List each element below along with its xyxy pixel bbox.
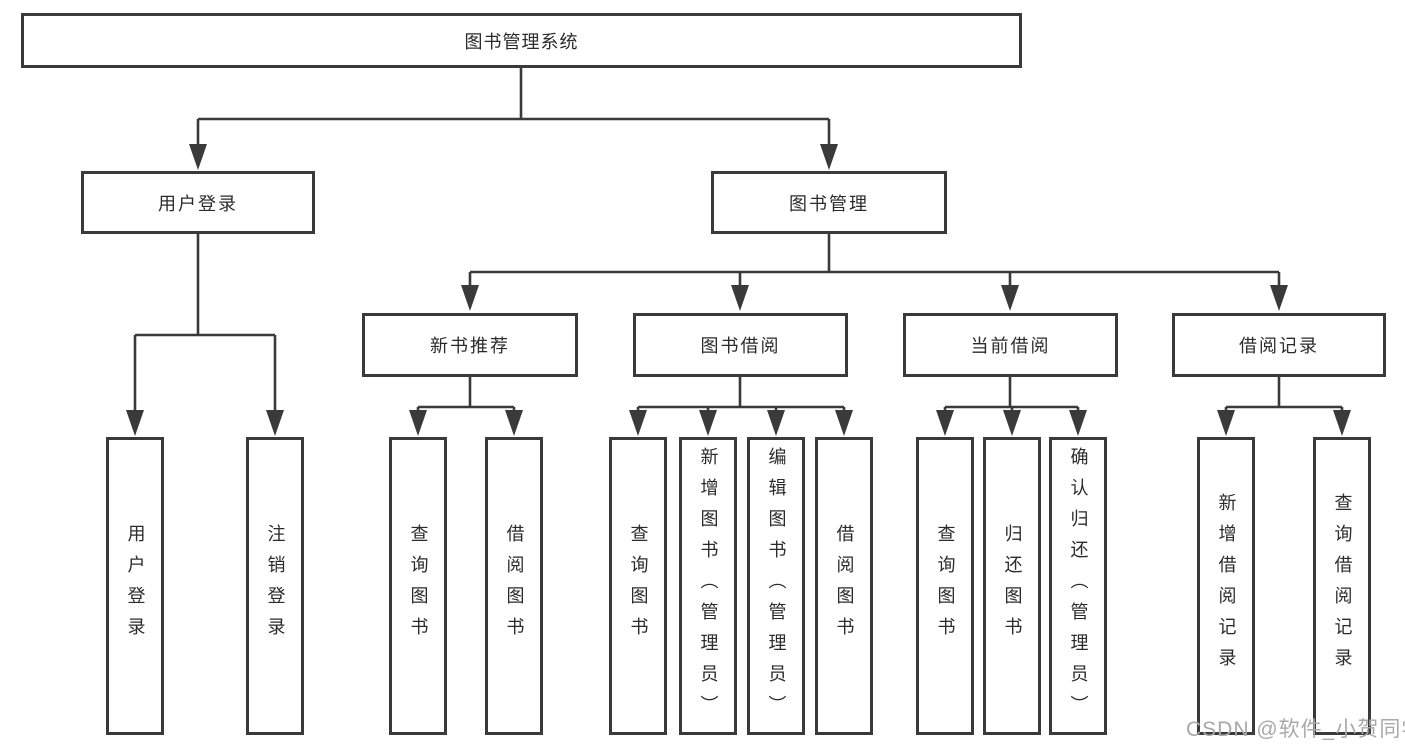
leaf-borrowing-borrow-books: 借阅图书: [815, 437, 873, 735]
node-user-login: 用户登录: [81, 171, 315, 234]
node-book-management: 图书管理: [711, 171, 947, 234]
leaf-records-query-record: 查询借阅记录: [1313, 437, 1371, 735]
leaf-current-confirm-return-admin-label: 确认归还（管理员）: [1068, 446, 1089, 726]
node-book-borrowing: 图书借阅: [633, 313, 848, 377]
leaf-borrowing-add-books-admin: 新增图书（管理员）: [679, 437, 737, 735]
leaf-logout: 注销登录: [246, 437, 304, 735]
leaf-records-query-record-label: 查询借阅记录: [1332, 493, 1353, 679]
leaf-records-add-record: 新增借阅记录: [1197, 437, 1255, 735]
leaf-current-return-books: 归还图书: [983, 437, 1041, 735]
leaf-current-query-books-label: 查询图书: [935, 524, 956, 648]
node-root-label: 图书管理系统: [464, 31, 579, 52]
leaf-borrowing-edit-books-admin-label: 编辑图书（管理员）: [766, 446, 787, 726]
leaf-borrowing-query-books-label: 查询图书: [628, 524, 649, 648]
node-new-book-recommend-label: 新书推荐: [430, 336, 510, 356]
node-book-management-label: 图书管理: [789, 193, 869, 214]
node-new-book-recommend: 新书推荐: [362, 313, 578, 377]
leaf-current-query-books: 查询图书: [916, 437, 974, 735]
node-borrowing-records-label: 借阅记录: [1239, 336, 1319, 356]
leaf-user-login-label: 用户登录: [125, 524, 146, 648]
leaf-logout-label: 注销登录: [265, 524, 286, 648]
node-book-borrowing-label: 图书借阅: [700, 336, 781, 356]
leaf-newbooks-borrow-books-label: 借阅图书: [504, 524, 525, 648]
node-current-borrowing: 当前借阅: [903, 313, 1118, 377]
node-user-login-label: 用户登录: [158, 193, 238, 214]
leaf-newbooks-query-books-label: 查询图书: [408, 524, 429, 648]
leaf-newbooks-borrow-books: 借阅图书: [485, 437, 543, 735]
leaf-current-return-books-label: 归还图书: [1002, 524, 1023, 648]
node-root: 图书管理系统: [21, 13, 1022, 68]
leaf-borrowing-edit-books-admin: 编辑图书（管理员）: [747, 437, 805, 735]
leaf-borrowing-query-books: 查询图书: [609, 437, 667, 735]
leaf-borrowing-add-books-admin-label: 新增图书（管理员）: [698, 446, 719, 726]
node-current-borrowing-label: 当前借阅: [970, 336, 1051, 356]
leaf-records-add-record-label: 新增借阅记录: [1216, 493, 1237, 679]
leaf-borrowing-borrow-books-label: 借阅图书: [834, 524, 855, 648]
leaf-user-login: 用户登录: [106, 437, 164, 735]
node-borrowing-records: 借阅记录: [1172, 313, 1386, 377]
csdn-watermark: CSDN @软件_小贺同学: [1186, 718, 1405, 741]
leaf-current-confirm-return-admin: 确认归还（管理员）: [1049, 437, 1107, 735]
leaf-newbooks-query-books: 查询图书: [389, 437, 447, 735]
